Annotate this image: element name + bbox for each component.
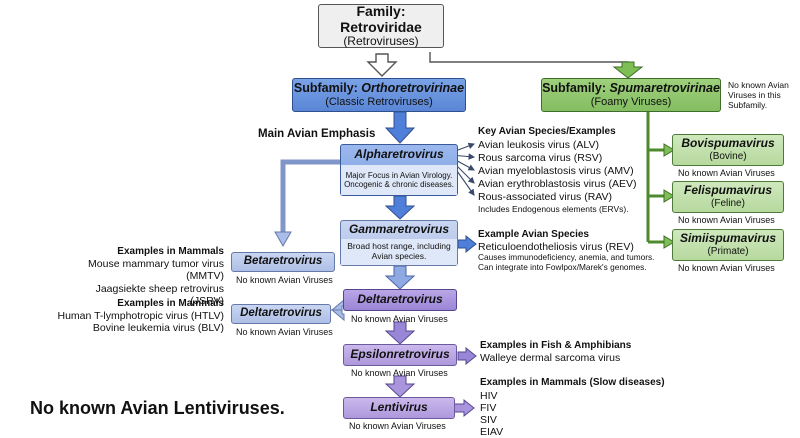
- ortho-subtitle: (Classic Retroviruses): [325, 95, 433, 108]
- gamma-desc: Broad host range, including Avian specie…: [347, 241, 451, 261]
- epsilon-note: No known Avian Viruses: [351, 368, 448, 378]
- main-emphasis-label: Main Avian Emphasis: [258, 128, 376, 140]
- alpha-example-note: Includes Endogenous elements (ERVs).: [478, 203, 629, 214]
- alpha-examples-header: Key Avian Species/Examples: [478, 126, 616, 137]
- arrow-ortho-to-alpha: [384, 111, 416, 144]
- epsilon-example-item: Walleye dermal sarcoma virus: [480, 351, 621, 364]
- family-title: Family: Retroviridae: [340, 3, 422, 36]
- ortho-title: Subfamily: Orthoretrovirinae: [294, 81, 464, 95]
- delta-examples: Examples in Mammals Human T-lymphotropic…: [40, 298, 225, 335]
- delta-center-note: No known Avian Viruses: [351, 314, 448, 324]
- delta-example-item: Human T-lymphotropic virus (HTLV): [57, 309, 225, 322]
- alpha-name: Alpharetrovirus: [354, 147, 444, 161]
- gamma-example-item: Reticuloendotheliosis virus (REV): [478, 240, 634, 253]
- arrow-gamma-to-rev: [457, 234, 477, 254]
- lenti-example-item: SIV: [480, 413, 497, 426]
- arrow-family-to-spuma: [612, 61, 644, 79]
- beta-example-item: Jaagsiekte sheep retrovirus (JSRV): [95, 282, 224, 307]
- alpha-example-item: Avian leukosis virus (ALV): [478, 138, 599, 151]
- delta-example-item: Bovine leukemia virus (BLV): [92, 322, 224, 335]
- alpha-desc-panel: Major Focus in Avian Virology. Oncogenic…: [341, 164, 457, 195]
- delta-left-name: Deltaretrovirus: [240, 307, 322, 320]
- beta-example-item: Mouse mammary tumor virus (MMTV): [88, 257, 224, 283]
- alpha-box: Alpharetrovirus Major Focus in Avian Vir…: [340, 144, 458, 196]
- feli-box: Felispumavirus (Feline): [672, 181, 784, 213]
- beta-examples: Examples in Mammals Mouse mammary tumor …: [60, 246, 224, 307]
- arrow-delta-to-epsilon: [384, 321, 416, 345]
- epsilon-name: Epsilonretrovirus: [350, 347, 450, 362]
- ortho-box: Subfamily: Orthoretrovirinae (Classic Re…: [292, 78, 466, 112]
- bovi-note: No known Avian Viruses: [678, 168, 775, 178]
- family-box: Family: Retroviridae (Retroviruses): [318, 3, 444, 49]
- arrow-family-to-ortho: [366, 53, 398, 77]
- delta-left-box: Deltaretrovirus: [231, 304, 331, 324]
- feli-note: No known Avian Viruses: [678, 215, 775, 225]
- delta-center-name: Deltaretrovirus: [357, 292, 443, 307]
- alpha-desc: Major Focus in Avian Virology. Oncogenic…: [344, 170, 454, 189]
- arrow-alpha-to-beta: [274, 231, 292, 248]
- alpha-example-item: Avian erythroblastosis virus (AEV): [478, 177, 637, 190]
- feli-host: (Feline): [711, 198, 745, 210]
- bovi-box: Bovispumavirus (Bovine): [672, 134, 784, 166]
- alpha-example-item: Avian myeloblastosis virus (AMV): [478, 164, 634, 177]
- beta-name: Betaretrovirus: [243, 255, 323, 268]
- simii-box: Simiispumavirus (Primate): [672, 229, 784, 261]
- spuma-name: Spumaretrovirinae: [609, 81, 720, 96]
- gamma-desc-panel: Broad host range, including Avian specie…: [341, 238, 457, 265]
- spuma-branches: [646, 112, 675, 249]
- connector-alpha-to-beta: [280, 159, 342, 232]
- simii-host: (Primate): [707, 246, 749, 258]
- gamma-example-note: Causes immunodeficiency, anemia, and tum…: [478, 252, 655, 272]
- ortho-name: Orthoretrovirinae: [361, 81, 465, 96]
- beta-examples-header: Examples in Mammals: [117, 246, 224, 257]
- arrow-gamma-to-delta: [384, 265, 416, 290]
- spuma-box: Subfamily: Spumaretrovirinae (Foamy Viru…: [541, 78, 721, 112]
- connector-family-to-spuma: [429, 52, 629, 64]
- arrow-lenti-to-examples: [453, 398, 475, 418]
- gamma-name: Gammaretrovirus: [348, 222, 450, 236]
- feli-name: Felispumavirus: [683, 183, 773, 198]
- lenti-big-note: No known Avian Lentiviruses.: [30, 398, 285, 418]
- delta-left-note: No known Avian Viruses: [236, 327, 333, 337]
- bovi-name: Bovispumavirus: [681, 136, 775, 151]
- lenti-box: Lentivirus: [343, 397, 455, 419]
- lenti-example-item: EIAV: [480, 425, 504, 438]
- delta-examples-header: Examples in Mammals: [117, 298, 224, 309]
- ortho-prefix: Subfamily:: [293, 81, 362, 96]
- spuma-note: No known Avian Viruses in this Subfamily…: [728, 80, 789, 111]
- lenti-note: No known Avian Viruses: [349, 421, 446, 431]
- gamma-examples-header: Example Avian Species: [478, 229, 589, 240]
- lenti-example-item: HIV: [480, 389, 498, 402]
- lenti-examples-header: Examples in Mammals (Slow diseases): [480, 377, 665, 388]
- gamma-examples: Example Avian Species Reticuloendothelio…: [478, 229, 668, 273]
- bovi-host: (Bovine): [709, 151, 747, 163]
- epsilon-box: Epsilonretrovirus: [343, 344, 457, 366]
- spuma-title: Subfamily: Spumaretrovirinae: [542, 81, 720, 95]
- family-subtitle: (Retroviruses): [343, 34, 419, 49]
- alpha-examples: Key Avian Species/Examples Avian leukosi…: [478, 126, 637, 214]
- beta-note: No known Avian Viruses: [236, 275, 333, 285]
- epsilon-examples-header: Examples in Fish & Amphibians: [480, 340, 632, 351]
- delta-center-box: Deltaretrovirus: [343, 289, 457, 311]
- arrow-epsilon-to-lenti: [384, 375, 416, 398]
- gamma-box: Gammaretrovirus Broad host range, includ…: [340, 220, 458, 266]
- epsilon-examples: Examples in Fish & Amphibians Walleye de…: [480, 340, 631, 364]
- spuma-prefix: Subfamily:: [542, 81, 610, 96]
- lenti-example-item: FIV: [480, 401, 497, 414]
- simii-name: Simiispumavirus: [679, 231, 777, 246]
- spuma-subtitle: (Foamy Viruses): [590, 95, 672, 108]
- alpha-example-item: Rous sarcoma virus (RSV): [478, 151, 603, 164]
- arrow-epsilon-to-walleye: [457, 346, 477, 366]
- lenti-name: Lentivirus: [370, 400, 428, 415]
- alpha-example-item: Rous-associated virus (RAV): [478, 190, 613, 203]
- lenti-examples: Examples in Mammals (Slow diseases) HIV …: [480, 377, 665, 438]
- arrow-alpha-to-gamma: [384, 195, 416, 220]
- simii-note: No known Avian Viruses: [678, 263, 775, 273]
- beta-box: Betaretrovirus: [231, 252, 335, 272]
